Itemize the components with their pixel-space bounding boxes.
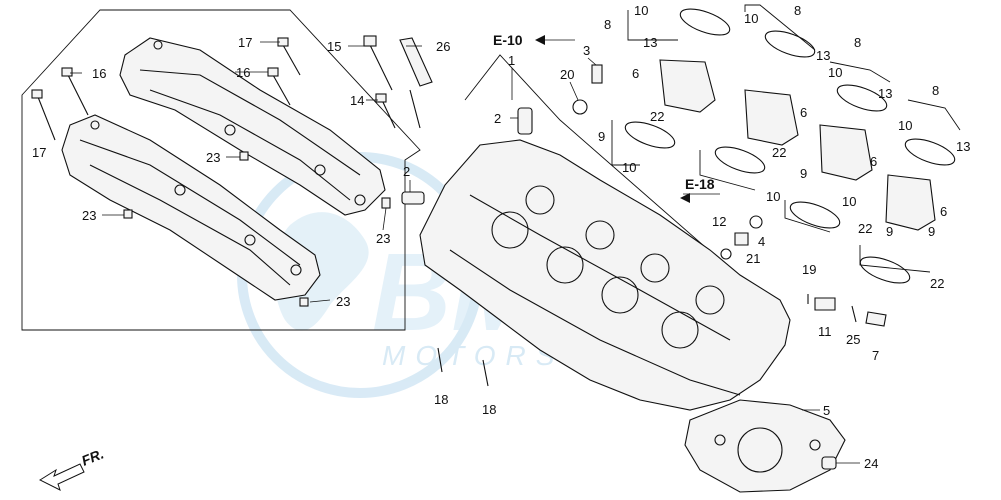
insulators-and-bands — [624, 8, 956, 284]
e18-arrow — [680, 193, 690, 203]
callout-6: 6 — [870, 154, 877, 169]
callout-22: 22 — [772, 145, 786, 160]
callout-23: 23 — [206, 150, 220, 165]
callout-21: 21 — [746, 251, 760, 266]
head-cover-lower — [61, 114, 321, 301]
callout-11: 11 — [818, 324, 832, 339]
ref-e10: E-10 — [493, 32, 523, 48]
cover-group-boundary — [21, 9, 421, 331]
callout-22: 22 — [858, 221, 872, 236]
callout-13: 13 — [878, 86, 892, 101]
callout-8: 8 — [604, 17, 611, 32]
callout-2: 2 — [494, 111, 501, 126]
callout-10: 10 — [898, 118, 912, 133]
callout-19: 19 — [802, 262, 816, 277]
callout-9: 9 — [598, 129, 605, 144]
callout-22: 22 — [930, 276, 944, 291]
callout-9: 9 — [886, 224, 893, 239]
callout-23: 23 — [82, 208, 96, 223]
callout-6: 6 — [800, 105, 807, 120]
callout-10: 10 — [622, 160, 636, 175]
clamp-brackets — [611, 4, 961, 273]
callout-17: 17 — [32, 145, 46, 160]
callouts: 17 16 17 16 15 26 14 23 23 23 23 2 2 1 3… — [32, 3, 970, 471]
callout-26: 26 — [436, 39, 450, 54]
callout-12: 12 — [712, 214, 726, 229]
callout-17: 17 — [238, 35, 252, 50]
studs — [437, 347, 489, 387]
callout-6: 6 — [940, 204, 947, 219]
ref-e18: E-18 — [685, 176, 715, 192]
watermark-globe-land — [274, 212, 369, 331]
callout-9: 9 — [800, 166, 807, 181]
callout-15: 15 — [327, 39, 341, 54]
callout-13: 13 — [956, 139, 970, 154]
callout-23: 23 — [336, 294, 350, 309]
callout-16: 16 — [92, 66, 106, 81]
callout-8: 8 — [932, 83, 939, 98]
head-cover-upper — [119, 37, 386, 216]
callout-10: 10 — [842, 194, 856, 209]
callout-18: 18 — [434, 392, 448, 407]
fittings — [572, 64, 887, 327]
callout-22: 22 — [650, 109, 664, 124]
callout-5: 5 — [823, 403, 830, 418]
callout-9: 9 — [928, 224, 935, 239]
callout-18: 18 — [482, 402, 496, 417]
callout-4: 4 — [758, 234, 765, 249]
callout-24: 24 — [864, 456, 878, 471]
spark-plug-and-stud — [363, 35, 433, 129]
dowel-24 — [821, 456, 837, 470]
callout-2: 2 — [403, 164, 410, 179]
callout-10: 10 — [744, 11, 758, 26]
callout-10: 10 — [828, 65, 842, 80]
callout-3: 3 — [583, 43, 590, 58]
callout-25: 25 — [846, 332, 860, 347]
callout-16: 16 — [236, 65, 250, 80]
callout-8: 8 — [794, 3, 801, 18]
ref-front: FR. — [79, 445, 106, 468]
callout-8: 8 — [854, 35, 861, 50]
e10-arrow — [535, 35, 545, 45]
callout-23: 23 — [376, 231, 390, 246]
callout-1: 1 — [508, 53, 515, 68]
front-arrow — [38, 463, 85, 491]
leader-lines — [70, 39, 860, 464]
callout-6: 6 — [632, 66, 639, 81]
callout-20: 20 — [560, 67, 574, 82]
callout-10: 10 — [634, 3, 648, 18]
callout-13: 13 — [816, 48, 830, 63]
cylinder-head — [419, 139, 791, 411]
callout-14: 14 — [350, 93, 364, 108]
callout-13: 13 — [643, 35, 657, 50]
dowel-pins — [401, 107, 533, 205]
callout-7: 7 — [872, 348, 879, 363]
callout-10: 10 — [766, 189, 780, 204]
head-gasket — [684, 399, 846, 493]
